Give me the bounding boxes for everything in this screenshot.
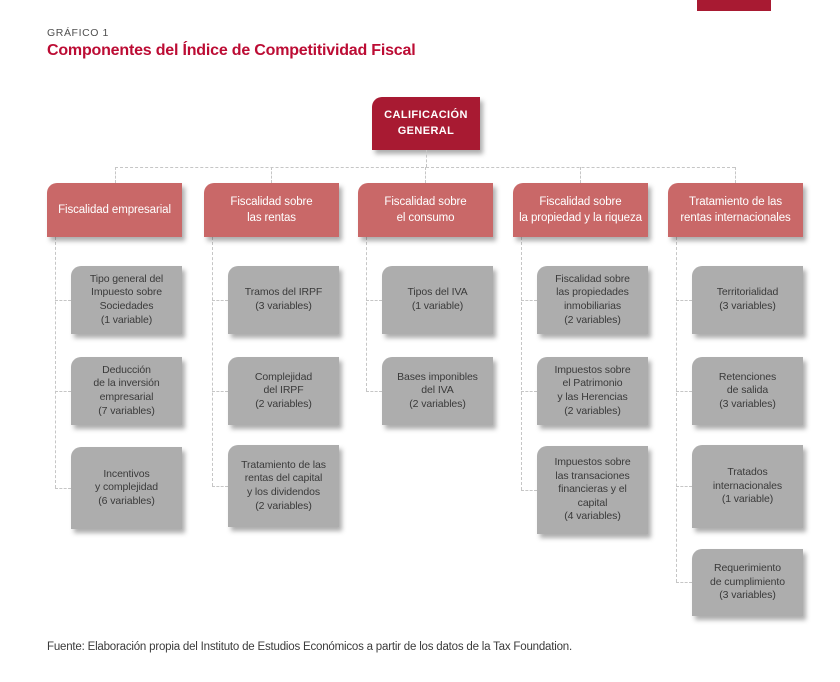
- branch-fiscalidad-consumo: Fiscalidad sobre el consumo: [358, 183, 493, 237]
- connector-stub-c5-1: [676, 300, 692, 301]
- connector-drop-col4: [580, 167, 581, 183]
- page-corner-tab: [697, 0, 771, 11]
- connector-stub-c2-2: [212, 391, 228, 392]
- connector-stub-c3-1: [366, 300, 382, 301]
- branch-fiscalidad-rentas: Fiscalidad sobre las rentas: [204, 183, 339, 237]
- connector-drop-col5: [735, 167, 736, 183]
- connector-stub-c1-2: [55, 391, 71, 392]
- connector-spine-col1: [55, 237, 56, 488]
- node-retenciones-salida: Retenciones de salida (3 variables): [692, 357, 803, 425]
- connector-spine-col3: [366, 237, 367, 391]
- branch-rentas-internacionales: Tratamiento de las rentas internacionale…: [668, 183, 803, 237]
- connector-stub-c1-3: [55, 488, 71, 489]
- figure-title: Componentes del Índice de Competitividad…: [47, 42, 416, 59]
- connector-spine-col2: [212, 237, 213, 486]
- connector-stub-c4-2: [521, 391, 537, 392]
- node-tratados-internacionales: Tratados internacionales (1 variable): [692, 445, 803, 528]
- node-propiedades-inmobiliarias: Fiscalidad sobre las propiedades inmobil…: [537, 266, 648, 334]
- connector-root-drop: [426, 150, 427, 167]
- node-transacciones-financieras: Impuestos sobre las transaciones financi…: [537, 446, 648, 534]
- node-calificacion-general: CALIFICACIÓN GENERAL: [372, 97, 480, 150]
- branch-fiscalidad-propiedad: Fiscalidad sobre la propiedad y la rique…: [513, 183, 648, 237]
- connector-stub-c4-1: [521, 300, 537, 301]
- connector-stub-c1-1: [55, 300, 71, 301]
- branch-fiscalidad-empresarial: Fiscalidad empresarial: [47, 183, 182, 237]
- connector-drop-col2: [271, 167, 272, 183]
- connector-drop-col3: [425, 167, 426, 183]
- node-incentivos-complejidad: Incentivos y complejidad (6 variables): [71, 447, 182, 529]
- node-requerimiento-cumplimiento: Requerimiento de cumplimiento (3 variabl…: [692, 549, 803, 616]
- figure-label: GRÁFICO 1: [47, 27, 109, 39]
- connector-stub-c5-3: [676, 486, 692, 487]
- connector-stub-c2-1: [212, 300, 228, 301]
- source-note: Fuente: Elaboración propia del Instituto…: [47, 641, 572, 653]
- connector-stub-c4-3: [521, 490, 537, 491]
- node-tramos-irpf: Tramos del IRPF (3 variables): [228, 266, 339, 334]
- node-territorialidad: Territorialidad (3 variables): [692, 266, 803, 334]
- node-deduccion-inversion: Deducción de la inversión empresarial (7…: [71, 357, 182, 425]
- node-bases-imponibles-iva: Bases imponibles del IVA (2 variables): [382, 357, 493, 425]
- node-complejidad-irpf: Complejidad del IRPF (2 variables): [228, 357, 339, 425]
- connector-stub-c3-2: [366, 391, 382, 392]
- node-tipos-iva: Tipos del IVA (1 variable): [382, 266, 493, 334]
- connector-spine-col5: [676, 237, 677, 582]
- node-patrimonio-herencias: Impuestos sobre el Patrimonio y las Here…: [537, 357, 648, 425]
- connector-stub-c5-2: [676, 391, 692, 392]
- node-rentas-capital-dividendos: Tratamiento de las rentas del capital y …: [228, 445, 339, 527]
- connector-spine-col4: [521, 237, 522, 490]
- connector-drop-col1: [115, 167, 116, 183]
- connector-stub-c5-4: [676, 582, 692, 583]
- connector-stub-c2-3: [212, 486, 228, 487]
- node-tipo-general-sociedades: Tipo general del Impuesto sobre Sociedad…: [71, 266, 182, 334]
